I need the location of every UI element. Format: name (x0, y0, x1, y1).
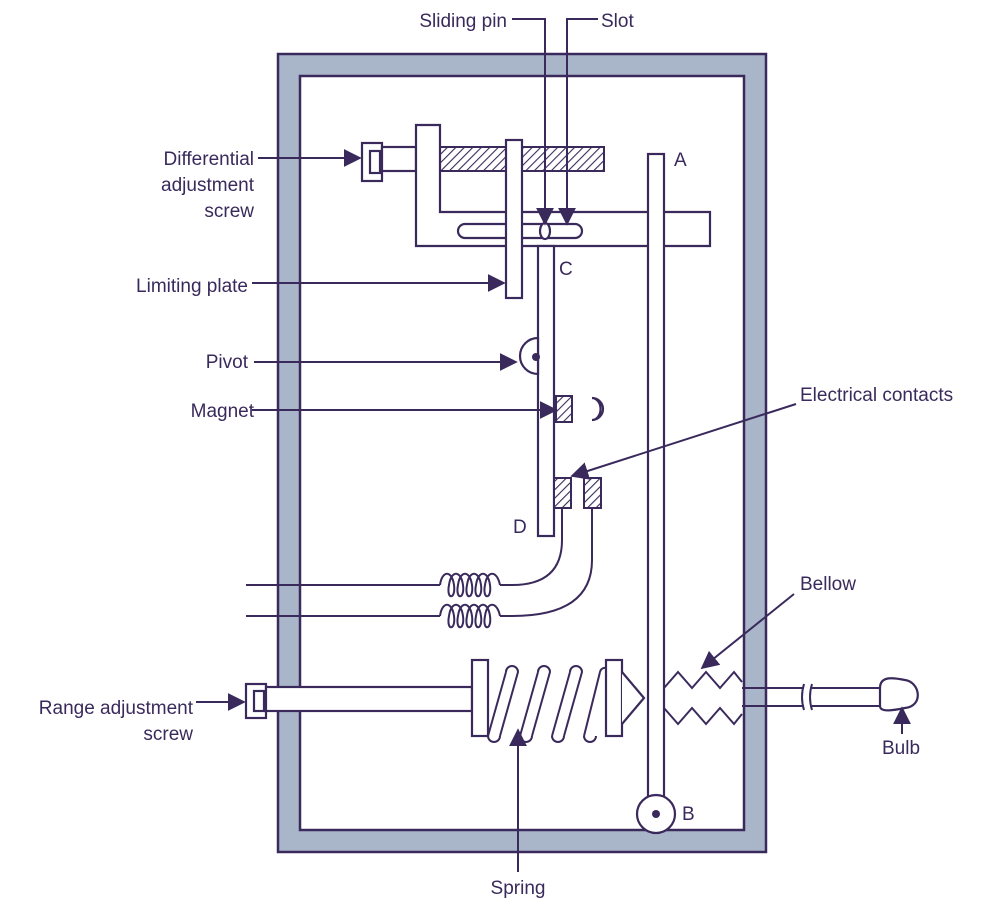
lever-cd (536, 244, 556, 538)
label-point-d: D (513, 517, 527, 538)
leader-lines (196, 18, 911, 872)
label-point-c: C (559, 259, 573, 280)
label-point-b: B (682, 804, 695, 825)
label-differential-2: adjustment (161, 175, 255, 196)
label-magnet: Magnet (191, 401, 255, 422)
label-spring: Spring (491, 878, 546, 899)
label-range-1: Range adjustment (39, 698, 194, 719)
range-adjustment-screw (244, 682, 474, 720)
rod-ab (635, 152, 677, 835)
limiting-plate (504, 138, 524, 300)
magnet (555, 395, 605, 423)
label-electrical-contacts: Electrical contacts (800, 385, 953, 406)
label-range-2: screw (143, 724, 193, 745)
bellow (663, 670, 743, 726)
label-point-a: A (674, 150, 687, 171)
sliding-pin (538, 221, 552, 241)
bulb (878, 677, 919, 712)
pivot (518, 336, 540, 376)
label-pivot: Pivot (206, 352, 249, 373)
label-sliding-pin: Sliding pin (419, 11, 507, 32)
label-differential-3: screw (204, 201, 254, 222)
contact-wires (246, 508, 593, 629)
spring (470, 658, 646, 743)
label-slot: Slot (601, 11, 634, 32)
capillary-tube (742, 683, 880, 711)
label-bellow: Bellow (800, 574, 856, 595)
label-bulb: Bulb (882, 738, 920, 759)
label-limiting-plate: Limiting plate (136, 276, 248, 297)
label-differential-1: Differential (164, 149, 254, 170)
